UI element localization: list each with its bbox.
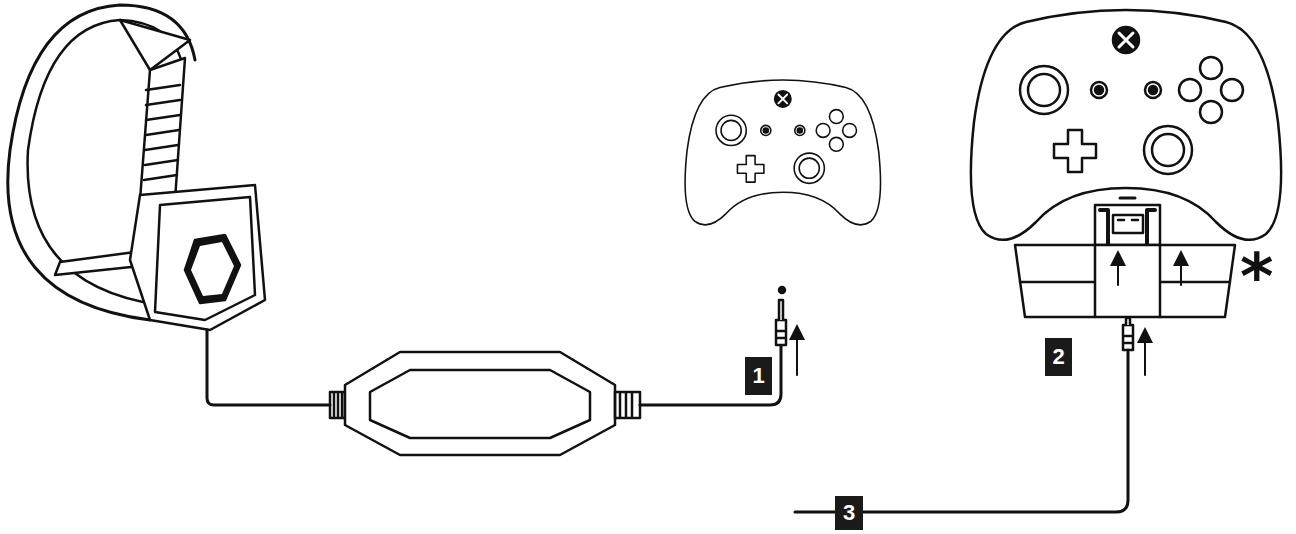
callout-number: 2 — [1045, 338, 1072, 376]
footnote-mark: * — [1240, 245, 1273, 309]
headset — [8, 5, 797, 455]
headset-adapter — [1015, 198, 1235, 317]
controller — [685, 80, 880, 225]
jack-port — [779, 287, 785, 293]
callout-number: 3 — [835, 496, 863, 530]
cable — [795, 318, 1145, 512]
callout-number: 1 — [745, 357, 772, 395]
